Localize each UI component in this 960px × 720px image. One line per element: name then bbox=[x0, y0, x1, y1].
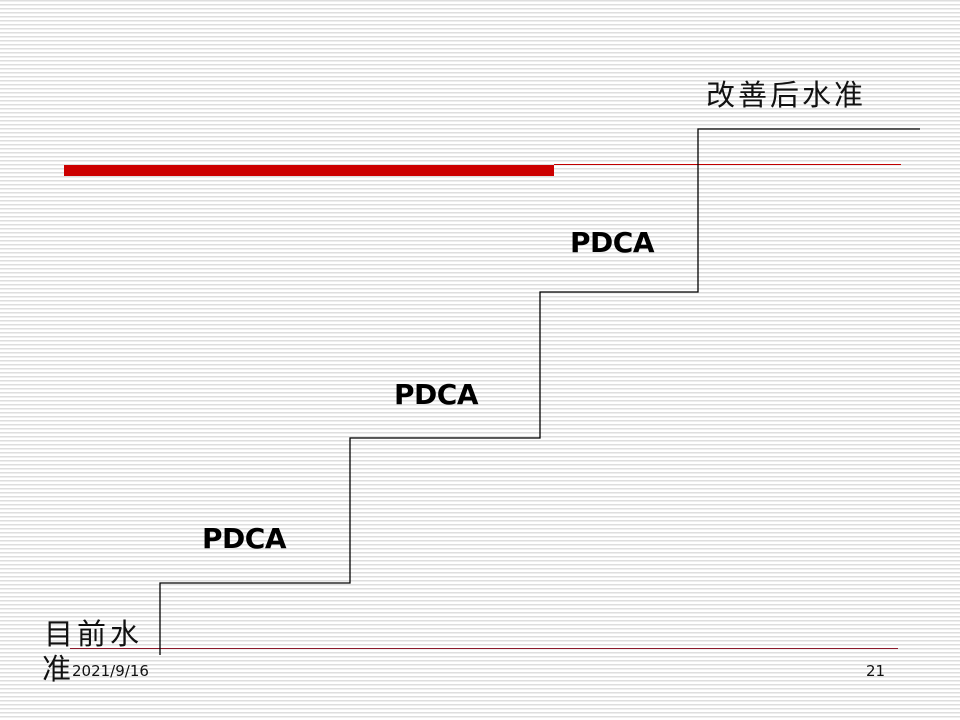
step-label-2: PDCA bbox=[394, 378, 478, 411]
title-accent-bar bbox=[64, 165, 554, 176]
end-level-label: 改善后水准 bbox=[706, 78, 867, 112]
staircase-line bbox=[159, 128, 920, 655]
title-divider-line bbox=[554, 164, 901, 165]
footer-divider-line bbox=[70, 648, 898, 649]
page-number: 21 bbox=[866, 662, 886, 680]
footer-date: 2021/9/16 bbox=[72, 662, 149, 680]
start-level-label-line1: 目前水 bbox=[44, 617, 144, 651]
step-label-3: PDCA bbox=[570, 226, 654, 259]
start-level-label-line2: 准 bbox=[42, 652, 75, 686]
step-label-1: PDCA bbox=[202, 522, 286, 555]
